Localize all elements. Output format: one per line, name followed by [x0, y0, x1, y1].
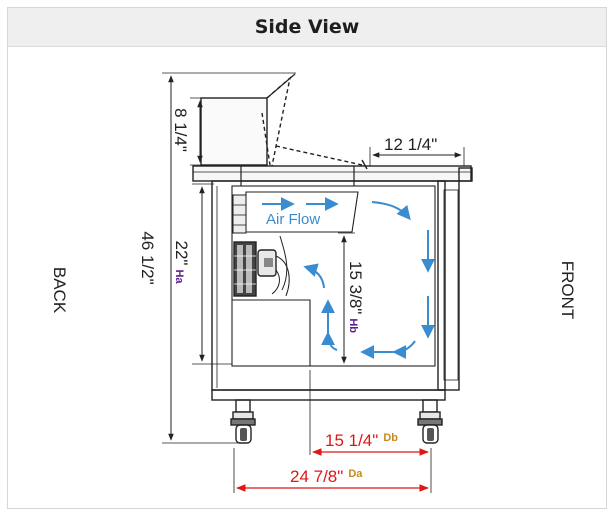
air-flow-label: Air Flow: [266, 211, 320, 228]
da-value: 24 7/8": [290, 467, 343, 486]
db-value: 15 1/4": [325, 431, 378, 450]
hb-tag: Hb: [347, 318, 359, 333]
hb-value: 15 3/8": [346, 261, 365, 314]
hb-dimension: 15 3/8" Hb: [346, 261, 365, 333]
red-dimension-lines: [236, 448, 429, 492]
panel-title: Side View: [254, 16, 360, 38]
side-view-panel: Side View: [7, 7, 607, 509]
overall-height-dimension: 46 1/2": [138, 231, 157, 284]
db-dimension: 15 1/4" Db: [325, 431, 398, 450]
svg-text:22"Ha: 22" Ha: [172, 240, 191, 284]
db-tag: Db: [383, 432, 398, 444]
svg-text:15 3/8"Hb: 15 3/8" Hb: [346, 261, 365, 333]
ha-tag: Ha: [173, 269, 185, 284]
ha-value: 22": [172, 240, 191, 265]
cabinet-outline: [192, 73, 473, 444]
da-dimension: 24 7/8" Da: [290, 467, 363, 486]
da-tag: Da: [348, 468, 363, 480]
lid-depth-dimension: 12 1/4": [384, 135, 437, 154]
back-label: BACK: [50, 267, 69, 314]
lid-height-dimension: 8 1/4": [171, 108, 190, 152]
front-label: FRONT: [558, 261, 577, 320]
panel-header: Side View: [8, 8, 606, 47]
airflow-arrows: [262, 197, 435, 359]
dimension-lines: [162, 72, 465, 493]
ha-dimension: 22" Ha: [172, 240, 191, 284]
